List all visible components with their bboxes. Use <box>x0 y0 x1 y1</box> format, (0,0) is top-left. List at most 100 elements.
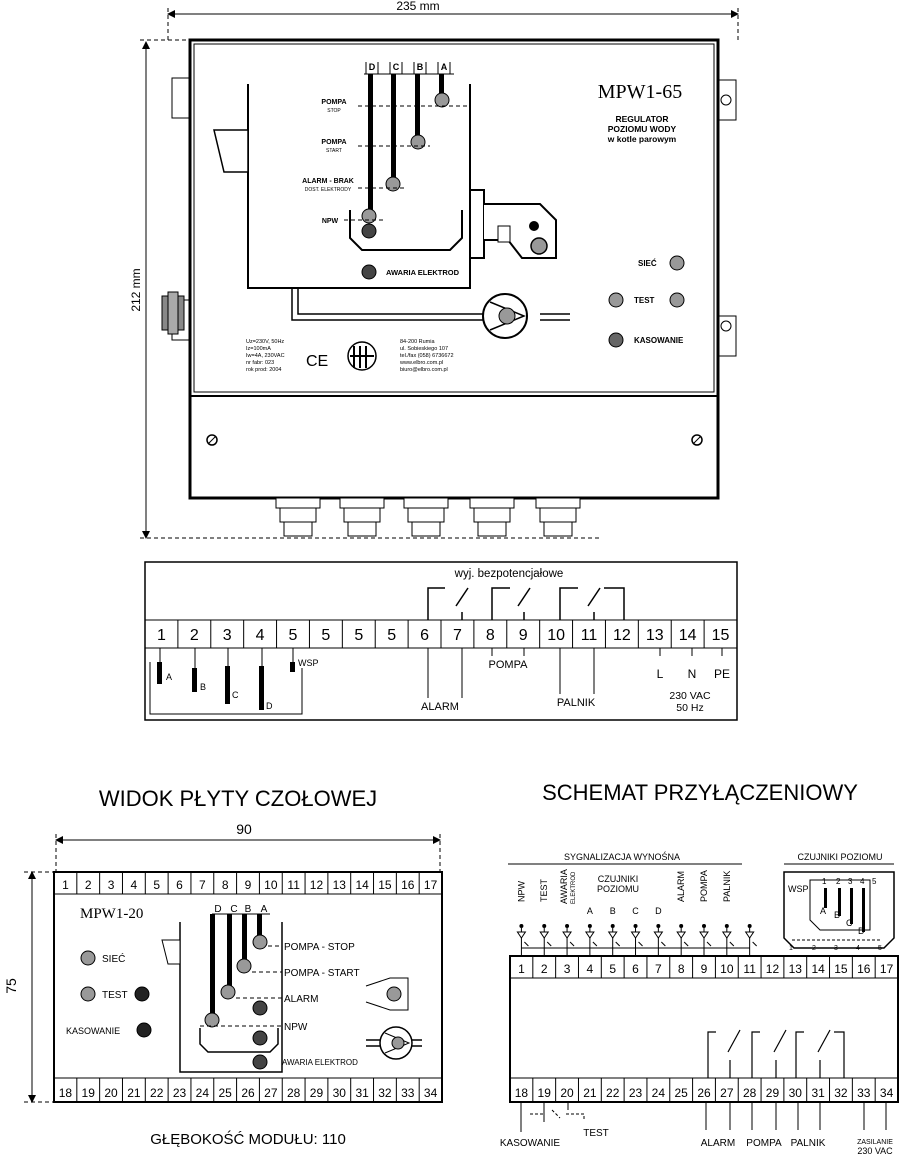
svg-text:5: 5 <box>878 945 882 952</box>
strip-terminal: 14 <box>679 627 697 644</box>
front-bottom-terminal: 34 <box>424 1086 438 1100</box>
schema-bottom-terminal: 19 <box>538 1086 552 1100</box>
svg-text:1: 1 <box>822 877 827 886</box>
svg-text:3: 3 <box>848 877 853 886</box>
svg-text:84-200 Rumia: 84-200 Rumia <box>400 339 435 345</box>
front-top-terminal: 17 <box>424 878 438 892</box>
schema-bottom-terminal: 21 <box>583 1086 597 1100</box>
svg-text:D: D <box>214 904 221 915</box>
svg-text:B: B <box>245 904 252 915</box>
svg-text:STOP: STOP <box>327 108 341 114</box>
svg-text:B: B <box>834 910 840 920</box>
lamp-npw-1 <box>361 208 377 224</box>
front-bottom-terminal: 18 <box>59 1086 73 1100</box>
front-top-terminal: 5 <box>153 878 160 892</box>
ce-mark: CE <box>306 353 328 370</box>
signal-label: C <box>632 906 639 916</box>
svg-text:POMPA: POMPA <box>746 1138 782 1149</box>
svg-text:tel./fax (058) 6736672: tel./fax (058) 6736672 <box>400 353 454 359</box>
strip-header: wyj. bezpotencjałowe <box>454 568 564 580</box>
svg-text:75: 75 <box>3 978 19 994</box>
schema-bottom-terminal: 25 <box>674 1086 688 1100</box>
svg-text:TEST: TEST <box>634 296 655 305</box>
test-button[interactable] <box>608 292 624 308</box>
svg-text:4: 4 <box>860 877 865 886</box>
signal-label: POMPA <box>699 870 709 902</box>
signal-lamp-icon <box>562 931 572 939</box>
svg-text:w kotle parowym: w kotle parowym <box>607 134 677 144</box>
svg-text:A: A <box>820 906 826 916</box>
front-top-terminal: 9 <box>245 878 252 892</box>
enclosure-view: 235 mm 212 mm <box>129 0 739 539</box>
front-bottom-terminal: 23 <box>173 1086 187 1100</box>
front-kasowanie-button[interactable] <box>136 1022 152 1038</box>
schema-top-terminal: 8 <box>678 962 685 976</box>
svg-text:90: 90 <box>236 821 252 837</box>
svg-text:WSP: WSP <box>298 658 319 668</box>
svg-text:NPW: NPW <box>322 218 339 225</box>
schema-top-terminal: 15 <box>834 962 848 976</box>
svg-text:rok prod: 2004: rok prod: 2004 <box>246 367 281 373</box>
svg-text:www.elbro.com.pl: www.elbro.com.pl <box>399 360 443 366</box>
signal-lamp-icon <box>539 931 550 939</box>
svg-text:biuro@elbro.com.pl: biuro@elbro.com.pl <box>400 367 448 373</box>
strip-terminal: 1 <box>157 627 166 644</box>
signal-lamp-icon <box>721 931 732 939</box>
strip-terminal: 15 <box>712 627 730 644</box>
schema-bottom-terminal: 33 <box>857 1086 871 1100</box>
front-top-terminal: 3 <box>108 878 115 892</box>
svg-text:2: 2 <box>812 945 816 952</box>
front-bottom-terminal: 22 <box>150 1086 164 1100</box>
strip-terminal: 5 <box>354 627 363 644</box>
svg-text:SIEĆ: SIEĆ <box>638 259 657 268</box>
probe-d <box>368 74 373 212</box>
sensor-box: 1 2 3 4 5 WSP A B C D 1 2 3 4 5 <box>783 871 895 952</box>
signal-label: NPW <box>516 880 526 902</box>
front-top-terminal: 4 <box>131 878 138 892</box>
front-bottom-terminal: 32 <box>378 1086 392 1100</box>
schema-top-terminal: 2 <box>541 962 548 976</box>
signal-lamp-icon <box>516 931 527 939</box>
svg-text:POMPA - START: POMPA - START <box>284 968 360 979</box>
manufacturer-logo <box>347 341 377 371</box>
svg-text:POMPA: POMPA <box>489 659 529 671</box>
front-bottom-terminal: 30 <box>333 1086 347 1100</box>
front-bottom-terminal: 24 <box>196 1086 210 1100</box>
svg-text:1: 1 <box>789 945 793 952</box>
svg-text:PALNIK: PALNIK <box>557 697 596 709</box>
lamp-pompa-stop <box>434 92 450 108</box>
schema-bottom-terminal: 24 <box>652 1086 666 1100</box>
strip-terminal: 3 <box>223 627 232 644</box>
svg-text:nr fabr: 023: nr fabr: 023 <box>246 360 274 366</box>
front-model: MPW1-20 <box>80 906 143 922</box>
schema-top-terminal: 6 <box>632 962 639 976</box>
kasowanie-button[interactable] <box>608 332 624 348</box>
svg-text:N: N <box>688 667 697 681</box>
svg-text:2: 2 <box>836 877 841 886</box>
schema-bottom-terminal: 31 <box>811 1086 825 1100</box>
lamp-test <box>669 292 685 308</box>
width-dimension-label: 235 mm <box>396 0 439 13</box>
signal-label: ALARM <box>676 871 686 902</box>
schema-bottom-terminal: 28 <box>743 1086 757 1100</box>
front-bottom-terminal: 21 <box>127 1086 141 1100</box>
front-top-terminal: 8 <box>222 878 229 892</box>
probe-a <box>439 74 444 94</box>
svg-text:AWARIA ELEKTROD: AWARIA ELEKTROD <box>386 268 460 277</box>
schema-top-terminal: 12 <box>766 962 780 976</box>
signal-label: ELEKTROD <box>571 871 577 904</box>
signal-lamp-icon <box>676 931 687 939</box>
schema-top-terminal: 9 <box>701 962 708 976</box>
front-bottom-terminal: 33 <box>401 1086 415 1100</box>
strip-terminal: 9 <box>519 627 528 644</box>
svg-text:ZASILANIE: ZASILANIE <box>857 1139 893 1146</box>
czujniki-label: CZUJNIKI <box>598 874 639 884</box>
front-top-terminal: 16 <box>401 878 415 892</box>
svg-text:ul. Sobieskiego 107: ul. Sobieskiego 107 <box>400 346 448 352</box>
schema-top-terminal: 16 <box>857 962 871 976</box>
signal-lamp-icon <box>653 931 664 939</box>
svg-text:START: START <box>326 148 342 154</box>
front-test-button[interactable] <box>134 986 150 1002</box>
